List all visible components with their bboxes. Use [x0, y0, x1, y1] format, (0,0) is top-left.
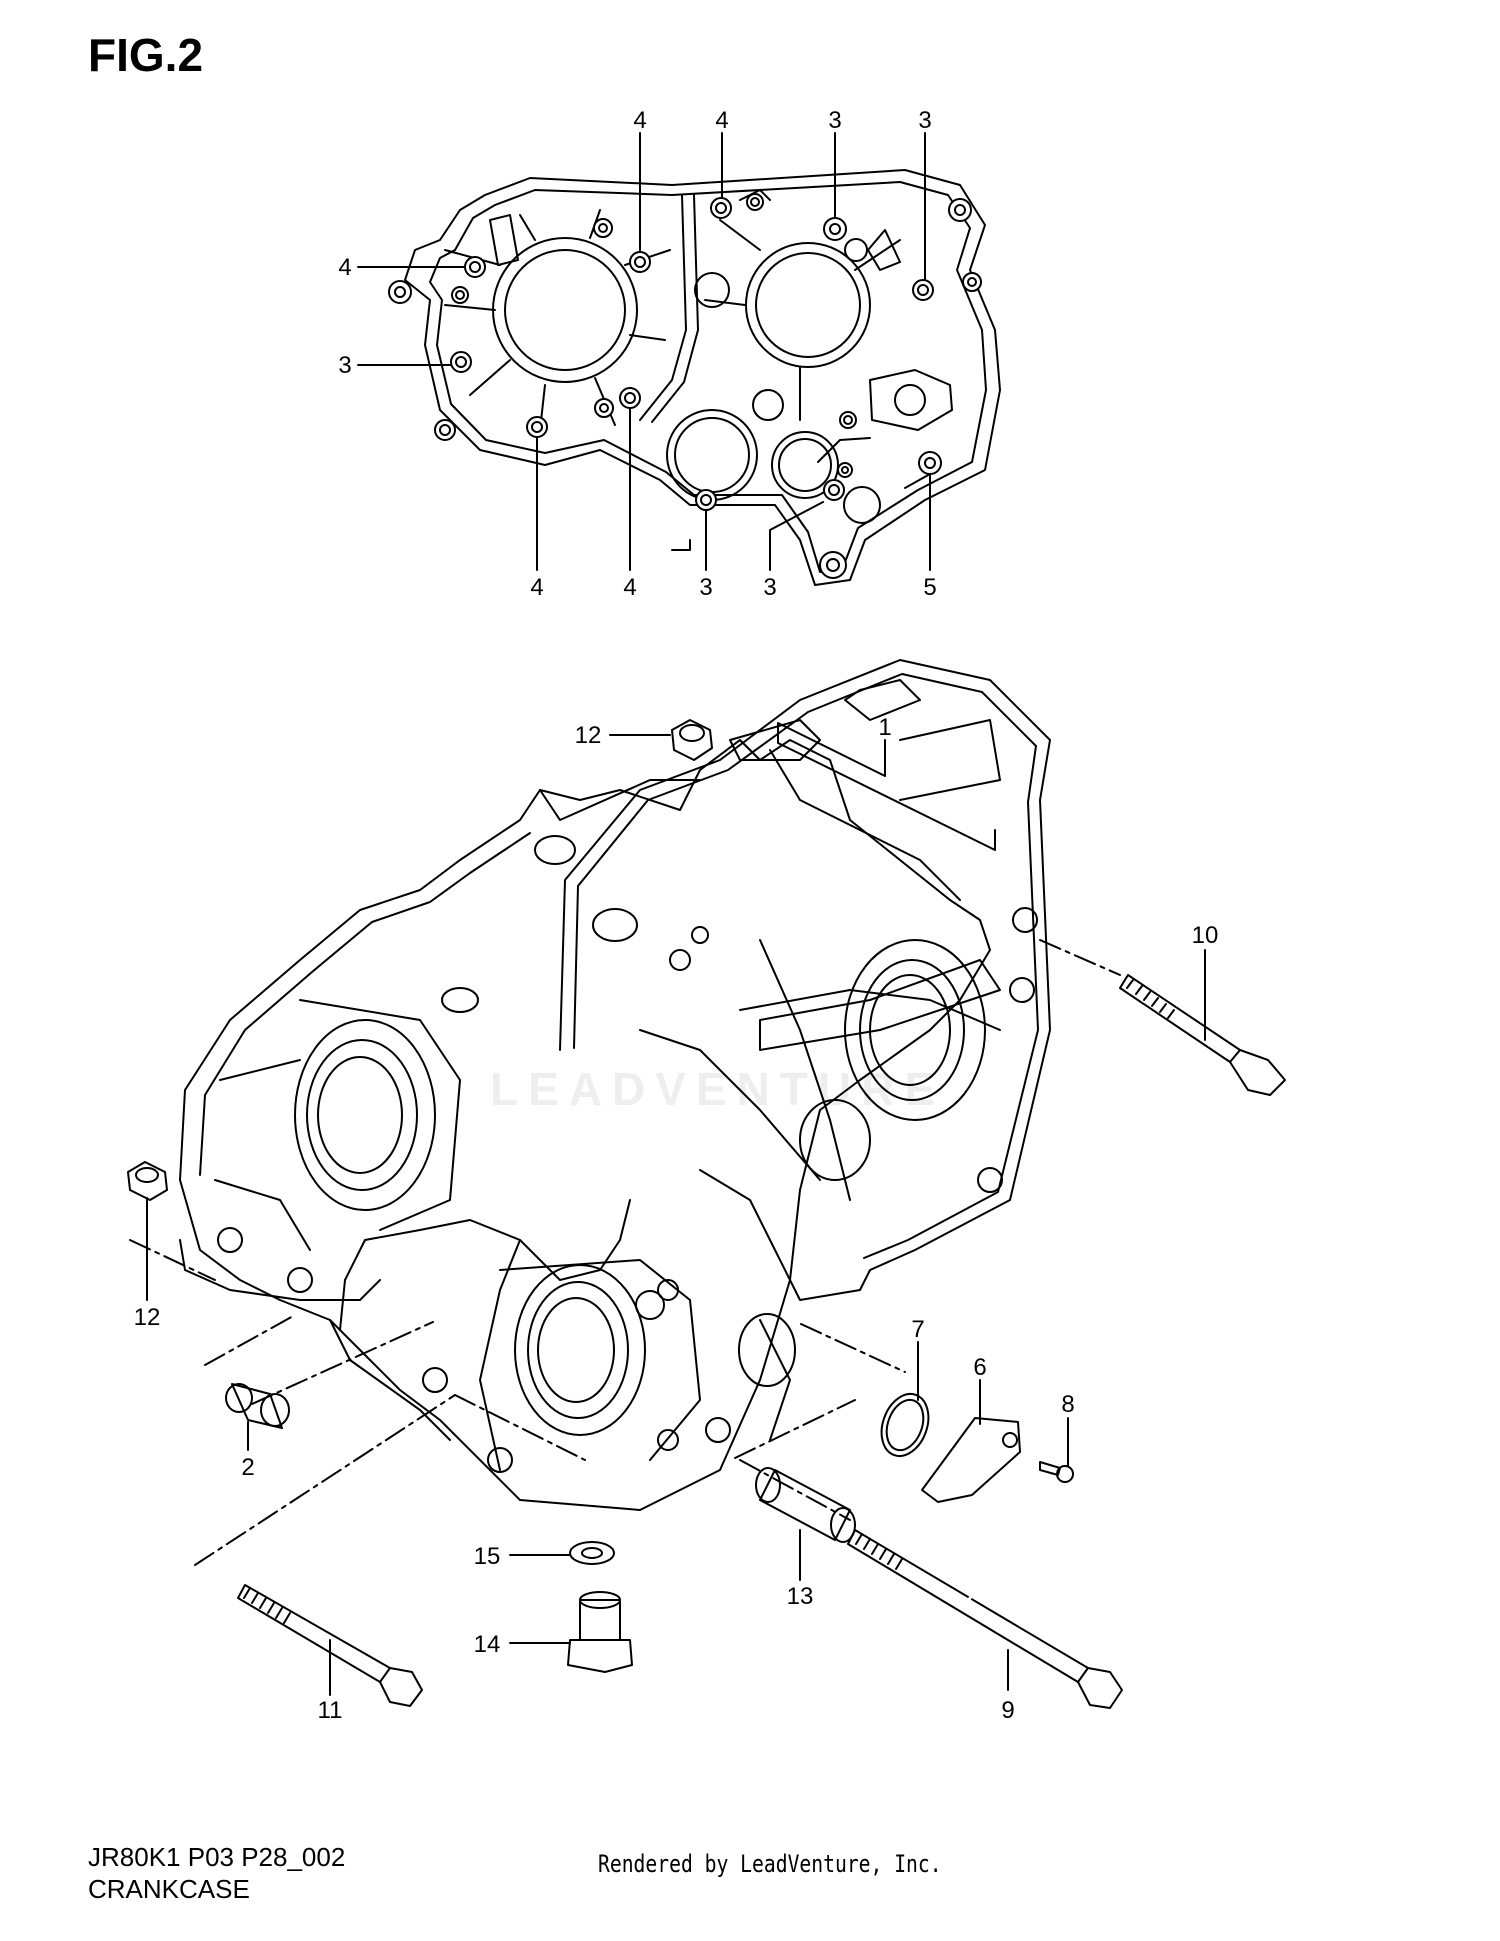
- part-12-nut-left: [128, 1162, 167, 1200]
- part-15-washer: [570, 1542, 614, 1564]
- callout-top-1: 4: [633, 107, 646, 134]
- part-2-dowel-pin: [226, 1384, 289, 1428]
- callout-bottom-4: 3: [763, 574, 776, 601]
- assembly-guide-lines: [130, 940, 1120, 1565]
- callout-top-2: 4: [715, 107, 728, 134]
- callout-part-9: 9: [1001, 1697, 1014, 1724]
- callout-left-1: 4: [338, 254, 351, 281]
- gasket-view: [358, 133, 1000, 585]
- figure-title: FIG.2: [88, 29, 204, 81]
- callout-part-12-left: 12: [134, 1304, 161, 1331]
- callout-part-14: 14: [474, 1631, 501, 1658]
- callout-part-7: 7: [911, 1316, 924, 1343]
- callout-bottom-3: 3: [699, 574, 712, 601]
- part-11-bolt: [238, 1585, 422, 1706]
- callout-bottom-2: 4: [623, 574, 636, 601]
- part-8-screw: [1040, 1462, 1073, 1482]
- crankcase-assembly: [180, 660, 1050, 1510]
- callout-part-12-top: 12: [575, 722, 602, 749]
- callout-bottom-5: 5: [923, 574, 936, 601]
- part-leader-lines: [147, 735, 1205, 1695]
- part-13-dowel: [756, 1468, 855, 1542]
- watermark: LEADVENTURE: [490, 1063, 945, 1115]
- callout-part-8: 8: [1061, 1391, 1074, 1418]
- section-name: CRANKCASE: [88, 1874, 250, 1904]
- callout-part-2: 2: [241, 1454, 254, 1481]
- part-1-bracket: [778, 723, 995, 850]
- callout-part-11: 11: [318, 1697, 343, 1724]
- callout-part-1: 1: [878, 714, 891, 741]
- callout-top-3: 3: [828, 107, 841, 134]
- callout-part-6: 6: [973, 1354, 986, 1381]
- part-14-drain-plug: [568, 1592, 632, 1672]
- callout-part-13: 13: [787, 1583, 814, 1610]
- render-credit: Rendered by LeadVenture, Inc.: [598, 1850, 942, 1878]
- model-code: JR80K1 P03 P28_002: [88, 1842, 346, 1872]
- callout-part-15: 15: [474, 1543, 501, 1570]
- callout-bottom-1: 4: [530, 574, 543, 601]
- callout-part-10: 10: [1192, 922, 1219, 949]
- part-12-nut-top: [672, 720, 712, 760]
- callout-left-2: 3: [338, 352, 351, 379]
- part-10-bolt: [1120, 975, 1285, 1095]
- part-9-long-bolt: [848, 1530, 1122, 1708]
- part-7-o-ring: [873, 1387, 936, 1462]
- part-6-cover-plate: [922, 1418, 1020, 1502]
- callout-top-4: 3: [918, 107, 931, 134]
